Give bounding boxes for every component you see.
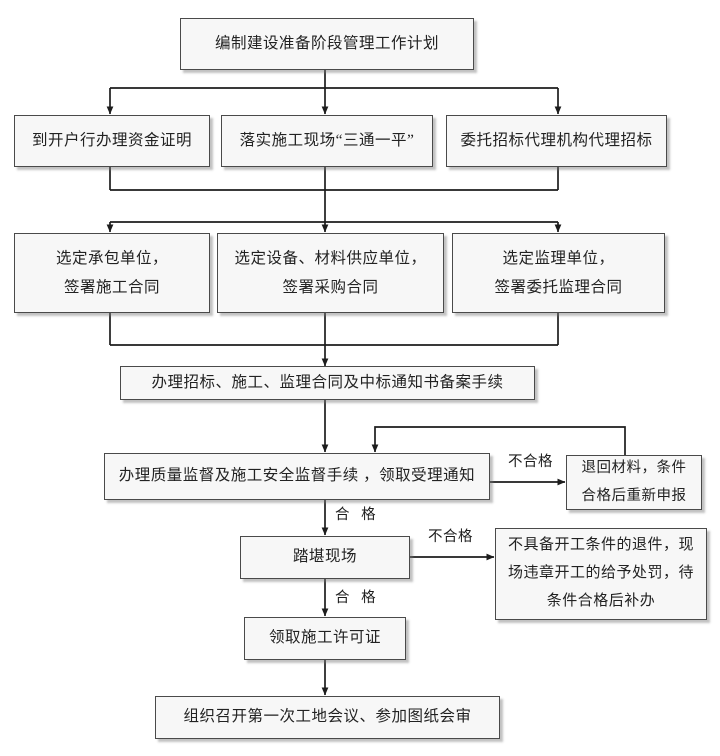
node-permit[interactable]: 领取施工许可证	[244, 617, 406, 660]
node-contractor-line1: 选定承包单位，	[55, 249, 168, 267]
edge-label-quality-fail: 不合格	[508, 454, 553, 470]
node-quality-line1: 办理质量监督及施工安全监督手续 ，领取受理通知	[118, 467, 476, 485]
node-meeting-line1: 组织召开第一次工地会议、参加图纸会审	[183, 708, 472, 726]
node-survey-line1: 踏堪现场	[292, 548, 357, 566]
node-plan-line1: 编制建设准备阶段管理工作计划	[214, 34, 439, 52]
node-quality[interactable]: 办理质量监督及施工安全监督手续 ，领取受理通知	[104, 453, 490, 500]
connector-return-feedback	[371, 426, 626, 455]
node-meeting[interactable]: 组织召开第一次工地会议、参加图纸会审	[155, 696, 500, 739]
node-contractor-line2: 签署施工合同	[63, 279, 160, 296]
node-supplier[interactable]: 选定设备、材料供应单位， 签署采购合同	[217, 233, 444, 313]
node-site[interactable]: 落实施工现场“三通一平”	[221, 115, 433, 167]
node-agency-line1: 委托招标代理机构代理招标	[460, 131, 653, 149]
node-penalty-line2: 场违章开工的给予处罚，待	[507, 565, 694, 582]
node-site-line1: 落实施工现场“三通一平”	[239, 131, 415, 149]
node-return-material-line2: 合格后重新申报	[581, 487, 687, 504]
node-fund-line1: 到开户行办理资金证明	[31, 131, 192, 149]
node-penalty-line3: 条件合格后补办	[546, 592, 656, 609]
node-plan[interactable]: 编制建设准备阶段管理工作计划	[180, 18, 474, 70]
node-supervisor-line2: 签署委托监理合同	[494, 279, 623, 296]
node-survey[interactable]: 踏堪现场	[240, 536, 410, 579]
node-return-material[interactable]: 退回材料，条件 合格后重新申报	[566, 455, 702, 510]
node-return-material-line1: 退回材料，条件	[581, 459, 687, 476]
node-supervisor-line1: 选定监理单位，	[502, 249, 615, 267]
edge-label-survey-pass: 合 格	[335, 590, 380, 606]
node-supplier-line2: 签署采购合同	[282, 279, 379, 296]
edge-label-survey-fail: 不合格	[428, 529, 473, 545]
node-supervisor[interactable]: 选定监理单位， 签署委托监理合同	[452, 233, 665, 313]
node-filing-line1: 办理招标、施工、监理合同及中标通知书备案手续	[151, 373, 504, 391]
node-fund[interactable]: 到开户行办理资金证明	[14, 115, 210, 167]
node-supplier-line1: 选定设备、材料供应单位，	[234, 249, 427, 267]
node-contractor[interactable]: 选定承包单位， 签署施工合同	[14, 233, 210, 313]
node-permit-line1: 领取施工许可证	[268, 629, 381, 647]
node-agency[interactable]: 委托招标代理机构代理招标	[446, 115, 667, 167]
edge-label-quality-pass: 合 格	[335, 507, 380, 523]
node-penalty-line1: 不具备开工条件的退件，现	[507, 537, 694, 554]
node-filing[interactable]: 办理招标、施工、监理合同及中标通知书备案手续	[120, 366, 535, 400]
node-penalty[interactable]: 不具备开工条件的退件，现 场违章开工的给予处罚，待 条件合格后补办	[495, 528, 707, 620]
